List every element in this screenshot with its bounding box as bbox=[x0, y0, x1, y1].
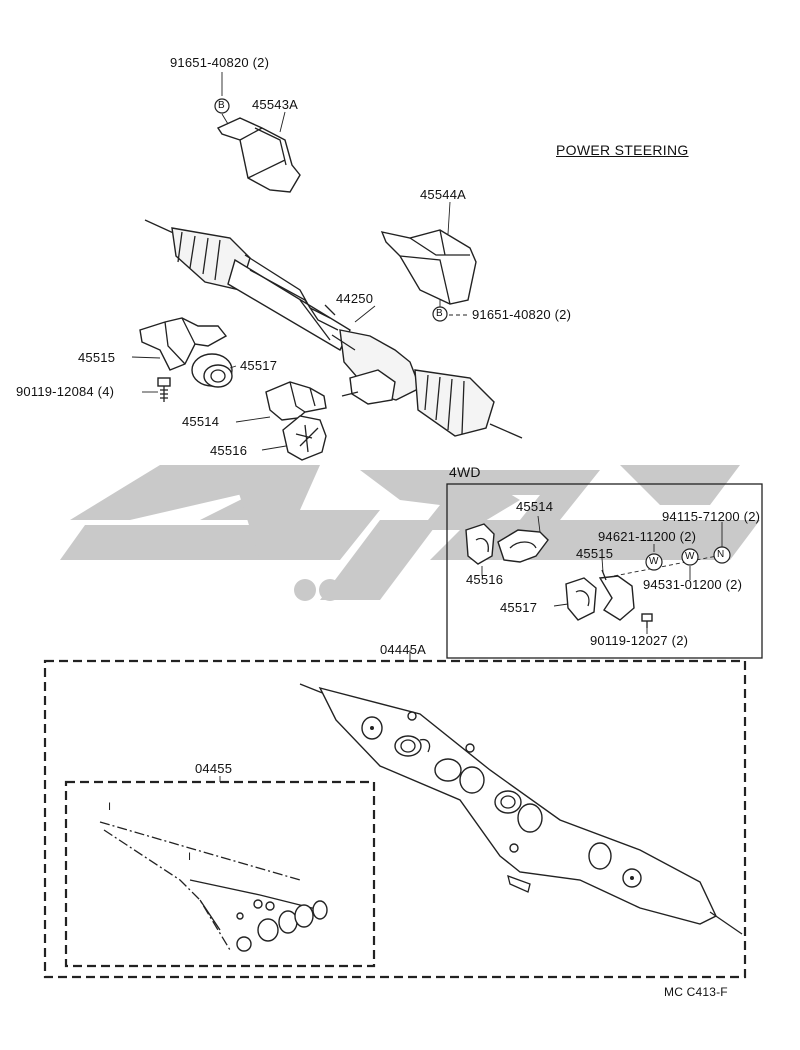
inset-callout-45514: 45514 bbox=[516, 499, 554, 514]
drawing-code: MC C413-F bbox=[664, 985, 728, 999]
inset-callout-45516: 45516 bbox=[466, 572, 504, 587]
watermark-logo bbox=[60, 465, 760, 601]
kit-04455-drawing bbox=[99, 821, 328, 952]
symbol-w2: W bbox=[685, 551, 695, 562]
kit-04445a-drawing bbox=[299, 683, 743, 935]
inset-callout-45515: 45515 bbox=[576, 546, 614, 561]
callout-45515: 45515 bbox=[78, 350, 116, 365]
steering-gear-44250-drawing bbox=[144, 219, 523, 439]
kit-04455-label: 04455 bbox=[195, 761, 233, 776]
bracket-45515-drawing bbox=[139, 317, 228, 371]
callout-90119-12084: 90119-12084 (4) bbox=[16, 384, 115, 399]
inset-bolt-90119-12027-drawing bbox=[641, 613, 653, 628]
inset-bracket-45514-drawing bbox=[497, 529, 549, 563]
callout-45544a: 45544A bbox=[420, 187, 467, 202]
kit-04455-frame bbox=[64, 780, 376, 968]
callout-bolt-mid: 91651-40820 (2) bbox=[472, 307, 572, 322]
inset-callout-94621: 94621-11200 (2) bbox=[598, 529, 697, 544]
bracket-45514-drawing bbox=[265, 381, 327, 421]
kit-04445a-frame bbox=[43, 659, 747, 979]
callout-44250: 44250 bbox=[336, 291, 374, 306]
inset-bushing-45516-drawing bbox=[465, 523, 495, 565]
bushing-45516-drawing bbox=[282, 415, 327, 461]
symbol-n: N bbox=[717, 549, 725, 560]
inset-4wd-frame bbox=[446, 483, 763, 659]
inset-callout-94531: 94531-01200 (2) bbox=[643, 577, 743, 592]
bracket-45543a-drawing bbox=[216, 117, 301, 193]
inset-callout-90119-12027: 90119-12027 (2) bbox=[590, 633, 689, 648]
bushing-45517-drawing bbox=[191, 353, 233, 388]
callout-45516: 45516 bbox=[210, 443, 248, 458]
bolt-90119-12084-drawing bbox=[157, 377, 171, 402]
symbol-b-top: B bbox=[218, 100, 225, 111]
inset-4wd-label: 4WD bbox=[449, 464, 481, 480]
symbol-b-mid: B bbox=[436, 308, 443, 319]
inset-bracket-45515-drawing bbox=[598, 569, 635, 621]
callout-45514: 45514 bbox=[182, 414, 220, 429]
diagram-title: POWER STEERING bbox=[556, 142, 689, 158]
callout-45517: 45517 bbox=[240, 358, 278, 373]
bracket-45544a-drawing bbox=[380, 229, 477, 305]
inset-bushing-45517-drawing bbox=[565, 577, 597, 621]
inset-callout-94115: 94115-71200 (2) bbox=[662, 509, 761, 524]
callout-45543a: 45543A bbox=[252, 97, 299, 112]
svg-text:I: I bbox=[108, 801, 111, 813]
sym-b-top bbox=[214, 98, 230, 114]
callout-bolt-top: 91651-40820 (2) bbox=[170, 55, 270, 70]
kit-04445a-label: 04445A bbox=[380, 642, 427, 657]
symbol-w1: W bbox=[649, 556, 659, 567]
svg-text:I: I bbox=[188, 851, 191, 863]
inset-callout-45517: 45517 bbox=[500, 600, 538, 615]
